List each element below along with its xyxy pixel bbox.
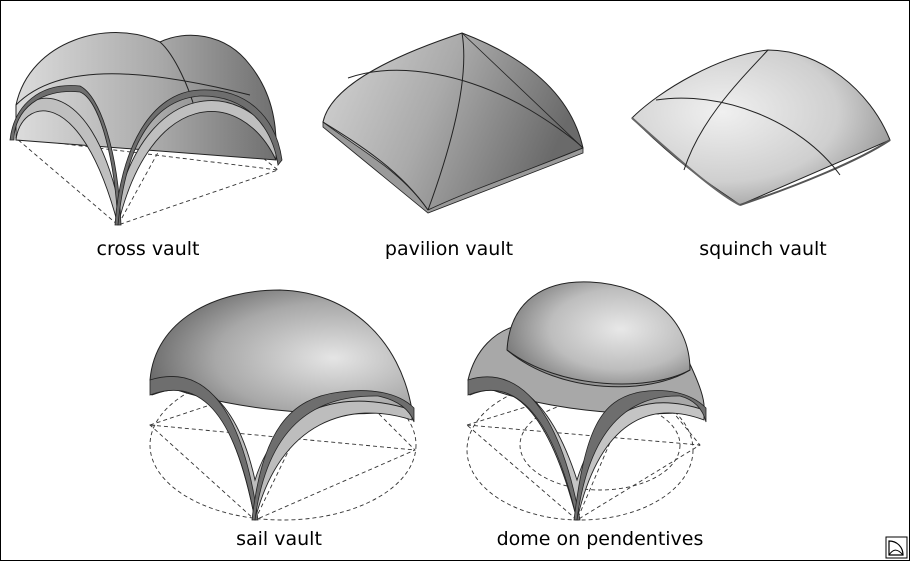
cross-vault-groin-line [15, 73, 251, 106]
label-pavilion-vault: pavilion vault [384, 238, 514, 260]
pendentive-plan-diagonal [466, 424, 701, 446]
pavilion-vault-surface [322, 32, 584, 211]
squinch-vault-edge [631, 117, 741, 206]
label-squinch-vault: squinch vault [699, 238, 827, 260]
pavilion-vault-diagonal [427, 32, 465, 211]
pendentive-left-rib [467, 376, 581, 521]
dome-on-pendentives-figure [466, 281, 707, 521]
cross-vault-left-rib [9, 85, 122, 226]
cross-vault-right-rib [114, 89, 283, 226]
squinch-vault-figure [631, 49, 891, 206]
sail-vault-dome-surface [149, 289, 413, 415]
label-sail-vault: sail vault [236, 528, 322, 550]
squinch-vault-surface [631, 49, 891, 206]
pendentive-right-rib [573, 390, 707, 521]
cross-vault-plan [15, 97, 279, 226]
cross-vault-figure [9, 32, 283, 226]
pavilion-vault-edge [322, 121, 429, 211]
sail-vault-right-rib [251, 390, 415, 521]
label-cross-vault: cross vault [96, 238, 200, 260]
vault-symbol-icon [885, 536, 908, 559]
pendentive-front-cell [469, 380, 705, 521]
squinch-vault-groin-line [655, 97, 841, 176]
sail-vault-figure [149, 289, 417, 521]
cross-vault-front-cell [15, 98, 277, 226]
dome-surface [506, 281, 691, 388]
sail-vault-left-rib [149, 376, 259, 521]
squinch-vault-edge [739, 139, 891, 206]
pendentive-plan-inner-circle [519, 399, 681, 491]
pavilion-vault-diagonal [347, 69, 584, 149]
pendentive-plan-diagonal [576, 371, 641, 521]
dome-base-ring [506, 349, 691, 385]
pavilion-vault-figure [322, 32, 584, 214]
label-dome-on-pendentives: dome on pendentives [496, 528, 704, 550]
